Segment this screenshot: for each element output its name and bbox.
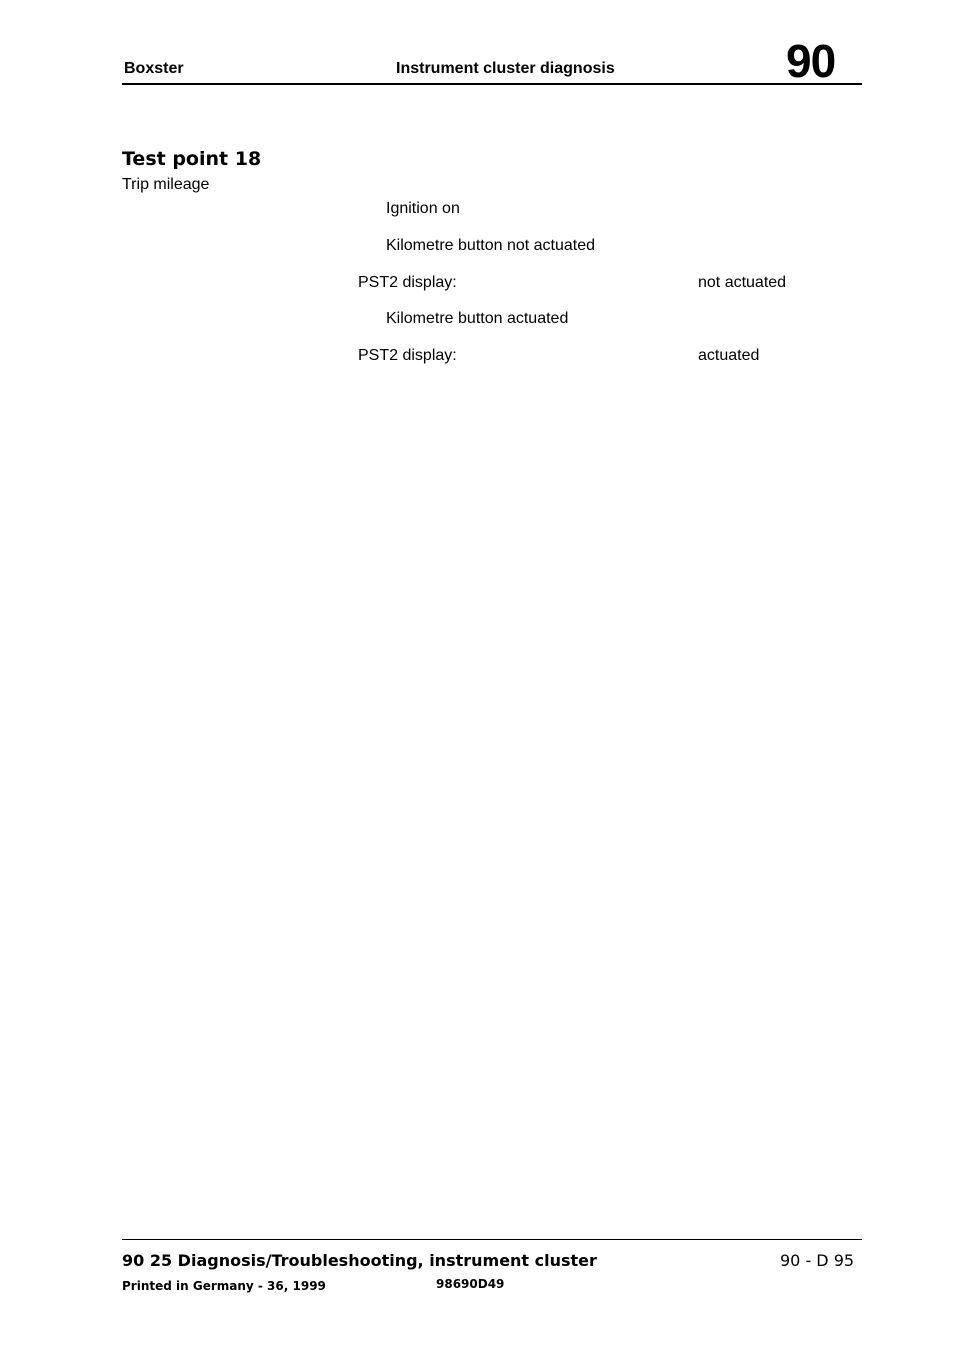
header-rule [122, 83, 862, 85]
header-section-title: Instrument cluster diagnosis [396, 60, 615, 77]
header-model: Boxster [124, 60, 184, 77]
step-result-actuated: actuated [698, 347, 760, 364]
footer-page-number: 90 - D 95 [780, 1251, 855, 1270]
footer-doc-code: 98690D49 [436, 1277, 505, 1291]
step-result-not-actuated: not actuated [698, 274, 787, 291]
step-ignition-on: Ignition on [386, 200, 460, 217]
footer-rule [122, 1239, 862, 1240]
test-point-subtitle: Trip mileage [122, 176, 210, 193]
footer-printed: Printed in Germany - 36, 1999 [122, 1279, 326, 1293]
step-pst2-display-2: PST2 display: [358, 347, 457, 364]
test-point-title: Test point 18 [122, 148, 262, 170]
step-kilometre-actuated: Kilometre button actuated [386, 310, 569, 327]
step-pst2-display-1: PST2 display: [358, 274, 457, 291]
header-group-number: 90 [786, 35, 836, 87]
footer-chapter: 90 25 Diagnosis/Troubleshooting, instrum… [122, 1251, 597, 1270]
step-kilometre-not-actuated: Kilometre button not actuated [386, 237, 596, 254]
